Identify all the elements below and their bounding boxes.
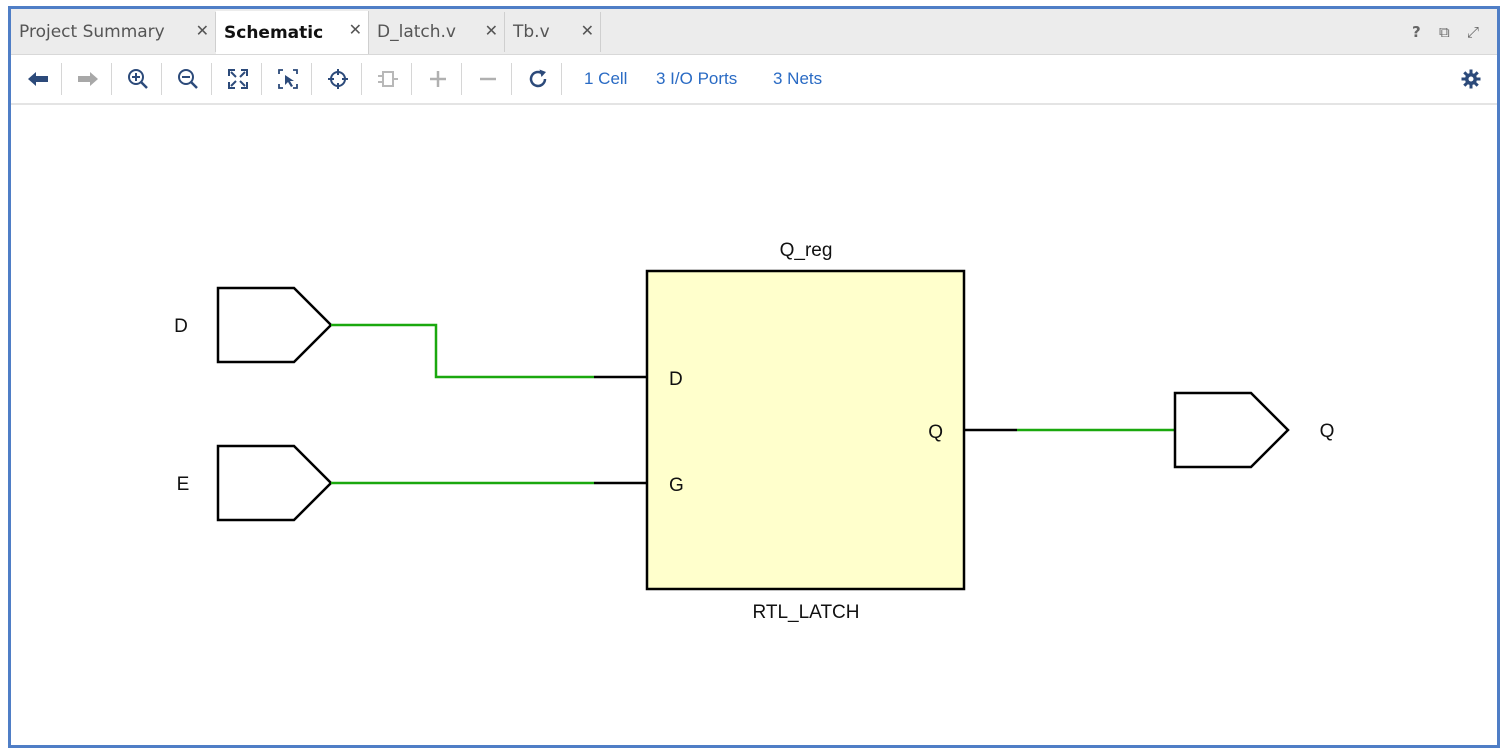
input-port-d[interactable] xyxy=(216,286,333,364)
toolbar-separator xyxy=(261,63,262,95)
toolbar-separator xyxy=(411,63,412,95)
close-icon[interactable]: ✕ xyxy=(348,20,362,39)
toolbar-separator xyxy=(211,63,212,95)
add-icon[interactable] xyxy=(423,65,453,93)
toolbar-separator xyxy=(111,63,112,95)
close-icon[interactable]: ✕ xyxy=(580,21,594,40)
cell-type-label: RTL_LATCH xyxy=(753,602,860,623)
output-port-q[interactable] xyxy=(1173,391,1290,469)
toolbar-separator xyxy=(61,63,62,95)
io-ports-count-link[interactable]: 3 I/O Ports xyxy=(656,69,738,88)
maximize-icon[interactable]: ⤢ xyxy=(1467,23,1480,41)
close-icon[interactable]: ✕ xyxy=(484,21,498,40)
nets-count-link[interactable]: 3 Nets xyxy=(773,69,823,88)
tab-tb-v[interactable]: Tb.v ✕ xyxy=(505,12,601,52)
help-icon[interactable]: ? xyxy=(1412,23,1421,41)
zoom-out-icon[interactable] xyxy=(173,65,203,93)
fit-icon[interactable] xyxy=(223,65,253,93)
toolbar-separator xyxy=(461,63,462,95)
tab-d-latch-v[interactable]: D_latch.v ✕ xyxy=(369,12,505,52)
toolbar-separator xyxy=(361,63,362,95)
net-d[interactable] xyxy=(331,323,594,379)
output-port-q-label: Q xyxy=(1320,421,1335,442)
zoom-area-icon[interactable] xyxy=(273,65,303,93)
refresh-icon[interactable] xyxy=(523,65,553,93)
window-frame: Project Summary ✕ Schematic ✕ D_latch.v … xyxy=(8,6,1500,748)
toolbar: 1 Cell 3 I/O Ports 3 Nets xyxy=(11,55,1497,105)
forward-icon[interactable] xyxy=(73,65,103,93)
remove-icon[interactable] xyxy=(473,65,503,93)
input-port-e[interactable] xyxy=(216,444,333,522)
tab-bar: Project Summary ✕ Schematic ✕ D_latch.v … xyxy=(11,9,1497,55)
pin-g-label: G xyxy=(669,475,684,496)
schematic-canvas[interactable]: D E Q_reg D G Q RTL_LATCH Q xyxy=(11,105,1497,745)
cells-count-link[interactable]: 1 Cell xyxy=(584,69,628,88)
input-port-e-label: E xyxy=(177,474,190,495)
toolbar-separator xyxy=(511,63,512,95)
rtl-latch-cell[interactable] xyxy=(645,269,966,591)
zoom-in-icon[interactable] xyxy=(123,65,153,93)
toolbar-separator xyxy=(311,63,312,95)
tab-label: Project Summary xyxy=(19,22,165,42)
select-icon[interactable] xyxy=(323,65,353,93)
tab-schematic[interactable]: Schematic ✕ xyxy=(216,11,369,54)
back-icon[interactable] xyxy=(23,65,53,93)
cell-instance-name: Q_reg xyxy=(780,240,833,261)
tab-label: D_latch.v xyxy=(377,22,456,42)
restore-icon[interactable]: ⧉ xyxy=(1439,23,1450,41)
toolbar-separator xyxy=(161,63,162,95)
input-port-d-label: D xyxy=(174,316,188,337)
tab-label: Schematic xyxy=(224,22,324,43)
close-icon[interactable]: ✕ xyxy=(195,21,209,40)
gear-icon[interactable] xyxy=(1457,65,1485,93)
tab-label: Tb.v xyxy=(513,22,550,42)
pin-q-label: Q xyxy=(928,422,943,443)
pin-d-label: D xyxy=(669,369,683,390)
tab-project-summary[interactable]: Project Summary ✕ xyxy=(11,12,216,52)
toolbar-separator xyxy=(561,63,562,95)
cell-icon[interactable] xyxy=(373,65,403,93)
